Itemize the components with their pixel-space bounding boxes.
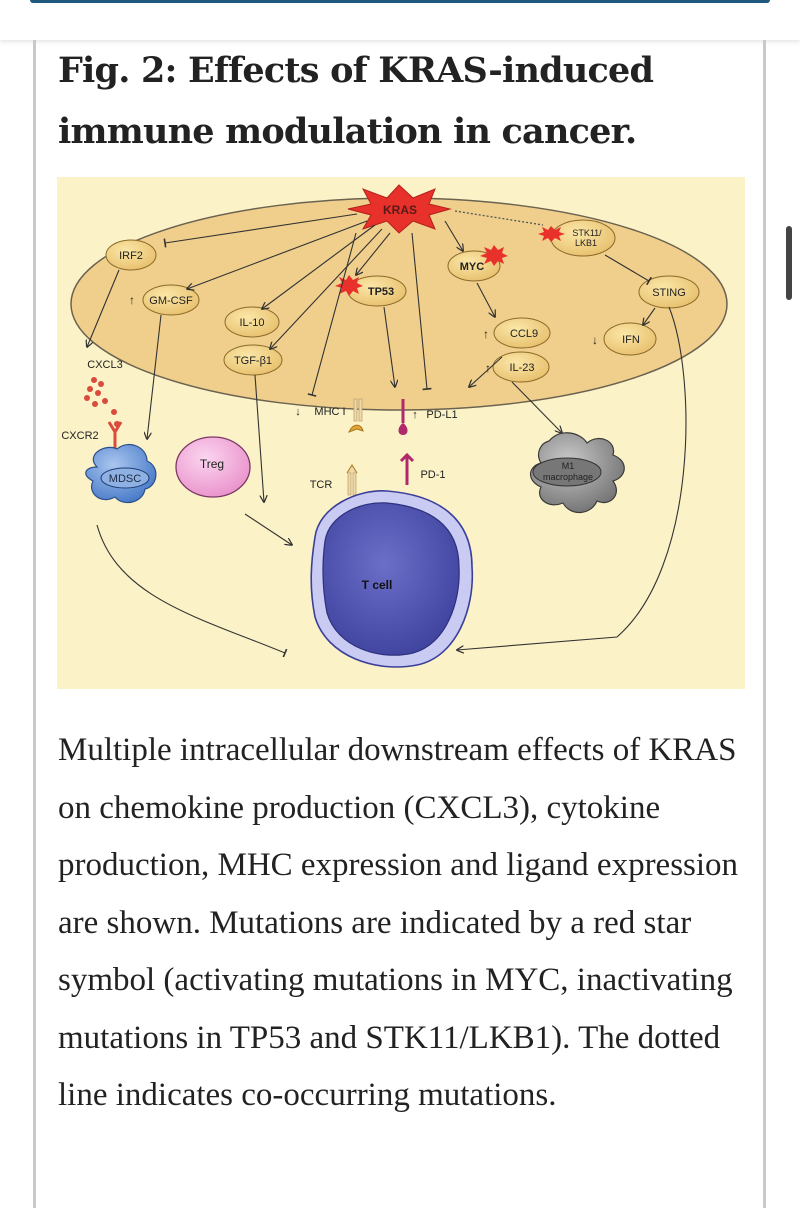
cxcl3-chemokine-dots [84,377,120,427]
stk11-lkb1-node: STK11/ LKB1 [538,219,616,257]
tgfb1-label: TGF-β1 [234,355,272,367]
mdsc-label: MDSC [109,473,141,485]
gmcsf-node: ↑ GM-CSF [129,284,200,316]
ifn-down-arrow: ↓ [592,333,598,347]
treg-label: Treg [200,457,224,471]
mdsc-cell: MDSC [85,444,157,504]
ccl9-node: ↑ CCL9 [483,317,551,349]
top-accent-line [30,0,770,3]
signaling-arrows [87,213,687,658]
pdl1-molecule [398,399,408,435]
gmcsf-up-arrow: ↑ [129,293,135,307]
treg-cell: Treg [175,436,251,498]
tp53-label: TP53 [368,286,394,298]
pdl1-up-arrow: ↑ [412,409,418,421]
diagram-canvas: KRAS STK11/ LKB1 IRF2 MYC TP53 [61,184,728,668]
co-occurrence-dotted-line [454,210,544,226]
scrollbar-thumb[interactable] [786,226,792,300]
sting-label: STING [652,287,686,299]
mhc1-molecule [348,398,364,433]
cxcl3-label: CXCL3 [87,359,122,371]
tcr-label: TCR [310,479,333,491]
sting-node: STING [638,275,700,309]
figure-title: Fig. 2: Effects of KRAS-induced immune m… [58,50,654,152]
il23-node: ↑ IL-23 [485,351,550,383]
il10-node: IL-10 [224,306,280,338]
t-cell-label: T cell [362,578,393,592]
figure-diagram[interactable]: KRAS STK11/ LKB1 IRF2 MYC TP53 [57,177,745,689]
irf2-node: IRF2 [105,239,157,271]
il23-label: IL-23 [509,362,534,374]
myc-label: MYC [460,261,485,273]
mhc1-label: MHC I [314,406,345,418]
m1-macrophage-cell: M1 macrophage [529,432,625,514]
frame-border-right [763,40,766,1208]
ifn-node: ↓ IFN [592,322,657,356]
tp53-node: TP53 [335,275,407,307]
pd1-label: PD-1 [420,469,445,481]
ccl9-up-arrow: ↑ [483,327,489,341]
lkb1-label: LKB1 [575,238,597,248]
frame-border-left [33,40,36,1208]
irf2-label: IRF2 [119,250,143,262]
cxcr2-label: CXCR2 [61,430,98,442]
tgfb1-node: TGF-β1 [223,344,283,376]
il23-up-arrow: ↑ [485,361,491,375]
t-cell: T cell [310,490,474,668]
ccl9-label: CCL9 [510,328,538,340]
myc-node: MYC [447,245,508,282]
pd1-receptor [399,452,415,485]
ifn-label: IFN [622,334,640,346]
top-bar [0,0,800,40]
macrophage-label: macrophage [543,472,593,482]
gmcsf-label: GM-CSF [149,295,193,307]
kras-label: KRAS [383,203,417,217]
kras-node: KRAS [347,184,452,234]
m1-label: M1 [562,461,575,471]
mhc1-down-arrow: ↓ [295,406,301,418]
tcr-receptor [346,464,358,496]
stk11-label: STK11/ [572,228,602,238]
figure-caption: Multiple intracellular downstream effect… [58,732,739,1113]
pdl1-label: PD-L1 [426,409,457,421]
il10-label: IL-10 [239,317,264,329]
